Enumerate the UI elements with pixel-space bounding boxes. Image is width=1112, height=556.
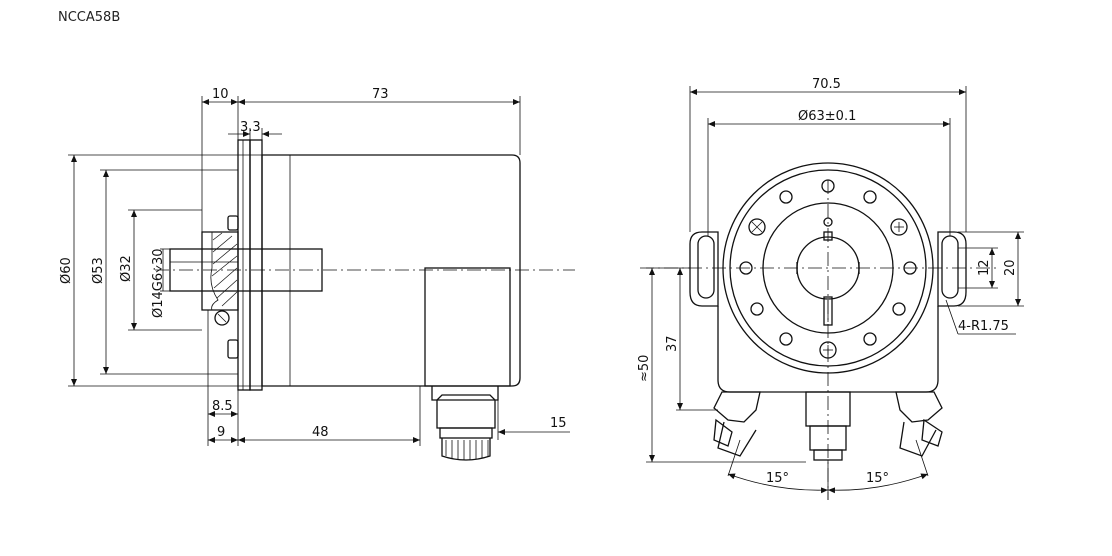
ear-right	[937, 231, 967, 307]
connector-nut	[436, 394, 496, 429]
dim-9: 9	[217, 425, 225, 440]
dim-dia32: Ø32	[119, 255, 134, 282]
bolt-holes	[739, 179, 917, 359]
dim-radius: 4-R1.75	[958, 319, 1009, 334]
angle-left-arc	[727, 473, 829, 494]
dim-slot-12: 12	[977, 259, 992, 276]
angle-right-arc	[827, 473, 929, 494]
connector-plug	[441, 438, 491, 461]
connector-housing	[424, 267, 511, 387]
ear-left	[689, 231, 719, 307]
dim-shaft: Ø14G6⩒30	[151, 248, 166, 318]
dim-15: 15	[550, 416, 567, 431]
dim-8-5: 8.5	[212, 399, 233, 414]
slot-left	[697, 235, 715, 299]
mount-plate	[249, 139, 263, 391]
dim-flange-width: 10	[212, 87, 229, 102]
front-hub	[201, 231, 239, 311]
dim-width: 70.5	[812, 77, 841, 92]
shaft	[169, 248, 323, 292]
screw-bottom	[227, 339, 239, 359]
connector-right	[895, 391, 943, 457]
flange-plate	[237, 139, 251, 391]
dim-dia53: Ø53	[91, 257, 106, 284]
front-view: 70.5 Ø63±0.1 20 12 4-R1.75 37 ≈50 15° 15…	[637, 77, 1024, 500]
dim-angle-left: 15°	[766, 471, 789, 486]
connector-left	[713, 391, 761, 457]
screw-top	[227, 215, 239, 231]
dim-bolt-circle: Ø63±0.1	[798, 109, 856, 124]
dim-length: 73	[372, 87, 389, 102]
set-screw	[214, 310, 230, 326]
inner-ring	[762, 202, 894, 334]
slot-right	[941, 235, 959, 299]
clamp-slot	[823, 296, 833, 326]
encoder-body	[261, 154, 521, 387]
side-view: 10 73 3.3 Ø60 Ø53 Ø32 Ø14G6⩒30 8.5 9	[59, 87, 575, 461]
dim-37: 37	[665, 335, 680, 352]
dim-slot-20: 20	[1003, 259, 1018, 276]
outer-flange	[722, 162, 934, 374]
dim-50: ≈50	[637, 355, 652, 382]
dim-flange-thickness: 3.3	[240, 120, 261, 135]
dim-48: 48	[312, 425, 329, 440]
model-title: NCCA58B	[58, 10, 121, 25]
dim-angle-right: 15°	[866, 471, 889, 486]
dim-dia60: Ø60	[59, 257, 74, 284]
